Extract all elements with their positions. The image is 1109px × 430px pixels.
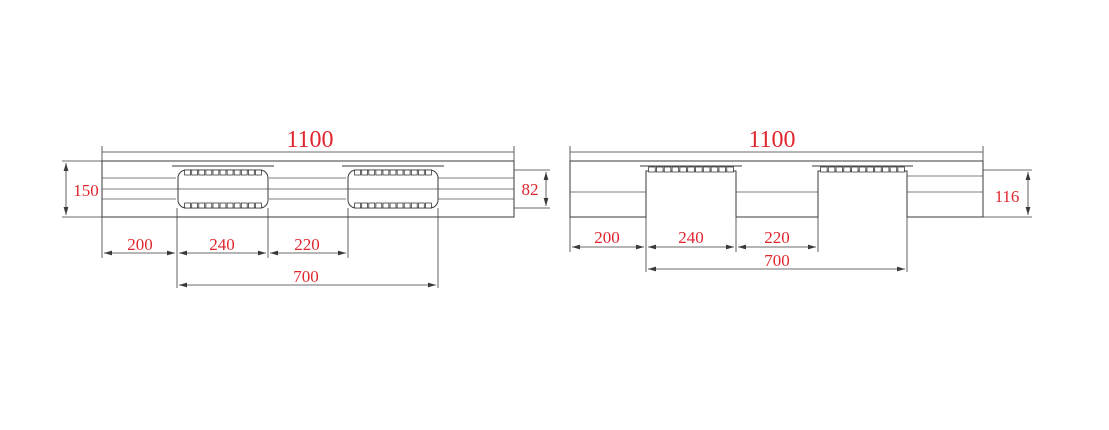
slat (226, 202, 234, 209)
slat (248, 169, 255, 176)
slat (410, 202, 418, 209)
slat (396, 169, 404, 176)
left-overall-length-label: 1100 (286, 127, 333, 153)
slat (687, 166, 695, 173)
slat (240, 169, 248, 176)
slat (851, 166, 859, 173)
slat (843, 166, 851, 173)
slat (702, 166, 711, 173)
left-fork-opening-2-top-slats (354, 169, 432, 176)
slat (219, 169, 227, 176)
slat (233, 169, 241, 176)
slat (184, 202, 191, 209)
slat (679, 166, 687, 173)
slat (184, 169, 191, 176)
left-opening-height-label: 82 (522, 180, 539, 199)
slat (656, 166, 664, 173)
slat (897, 166, 905, 173)
slat (410, 169, 418, 176)
slat (368, 202, 376, 209)
slat (425, 202, 432, 209)
slat (718, 166, 726, 173)
slat (726, 166, 734, 173)
right-notch-2-slats (820, 166, 905, 173)
slat (375, 169, 383, 176)
left-dim-200-label: 200 (127, 235, 153, 254)
slat (205, 169, 213, 176)
slat (671, 166, 680, 173)
slat (389, 169, 397, 176)
slat (191, 202, 198, 209)
slat (866, 166, 874, 173)
slat (255, 169, 262, 176)
left-fork-opening-2-bottom-slats (354, 202, 432, 209)
slat (418, 202, 425, 209)
slat (403, 202, 411, 209)
slat (198, 202, 206, 209)
slat (425, 169, 432, 176)
slat (418, 169, 425, 176)
right-dim-220-label: 220 (764, 228, 790, 247)
left-dim-240-label: 240 (209, 235, 235, 254)
slat (648, 166, 656, 173)
slat (233, 202, 241, 209)
right-dim-240-label: 240 (678, 228, 704, 247)
slat (226, 169, 234, 176)
slat (354, 169, 361, 176)
right-dim-700-label: 700 (764, 251, 790, 270)
right-dim-200-label: 200 (594, 228, 620, 247)
slat (248, 202, 255, 209)
slat (889, 166, 898, 173)
slat (820, 166, 828, 173)
right-notch-1-slats (648, 166, 734, 173)
left-fork-opening-1-bottom-slats (184, 202, 262, 209)
slat (205, 202, 213, 209)
slat (198, 169, 206, 176)
slat (858, 166, 867, 173)
slat (219, 202, 227, 209)
right-pallet-view: 1100 116 200 240 220 700 (569, 127, 1032, 272)
slat (361, 169, 368, 176)
right-pallet-outline (569, 160, 984, 218)
slat (368, 169, 376, 176)
slat (710, 166, 719, 173)
slat (403, 169, 411, 176)
slat (695, 166, 703, 173)
right-overall-length-label: 1100 (748, 127, 795, 153)
slat (874, 166, 882, 173)
slat (882, 166, 890, 173)
left-dim-700-label: 700 (293, 267, 319, 286)
slat (663, 166, 672, 173)
left-pallet-view: 1100 150 82 200 240 220 700 (62, 127, 550, 288)
slat (375, 202, 383, 209)
slat (396, 202, 404, 209)
slat (827, 166, 836, 173)
right-height-label: 116 (995, 187, 1020, 206)
left-dim-220-label: 220 (294, 235, 320, 254)
slat (382, 202, 390, 209)
slat (240, 202, 248, 209)
slat (382, 169, 390, 176)
left-height-label: 150 (73, 181, 99, 200)
left-fork-opening-1-top-slats (184, 169, 262, 176)
slat (191, 169, 198, 176)
slat (361, 202, 368, 209)
slat (212, 169, 220, 176)
slat (835, 166, 843, 173)
slat (389, 202, 397, 209)
slat (255, 202, 262, 209)
slat (212, 202, 220, 209)
slat (354, 202, 361, 209)
